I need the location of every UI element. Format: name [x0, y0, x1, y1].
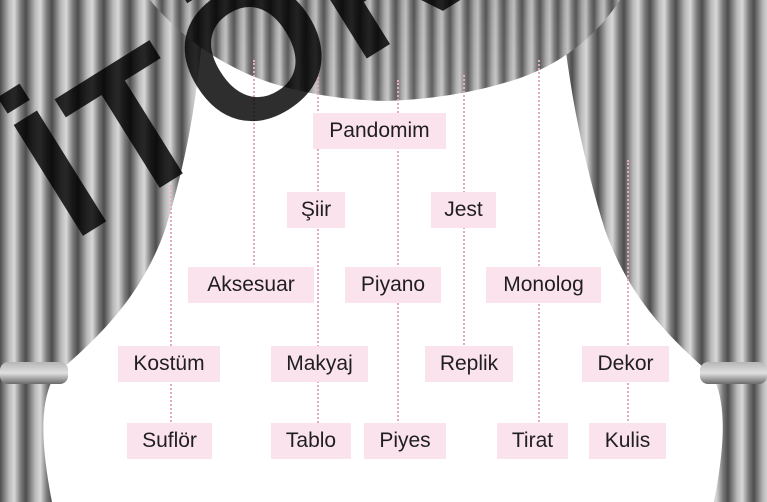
word-dekor: Dekor	[582, 346, 669, 382]
word-jest: Jest	[431, 192, 496, 228]
word-siir: Şiir	[287, 192, 345, 228]
left-curtain-tie	[0, 362, 68, 384]
guide-line	[627, 160, 629, 440]
word-tirat: Tirat	[497, 423, 568, 459]
word-pandomim: Pandomim	[313, 113, 446, 149]
word-piyano: Piyano	[345, 267, 441, 303]
word-suflor: Suflör	[127, 423, 212, 459]
word-replik: Replik	[425, 346, 513, 382]
word-kulis: Kulis	[589, 423, 666, 459]
word-aksesuar: Aksesuar	[188, 267, 314, 303]
word-monolog: Monolog	[486, 267, 601, 303]
word-makyaj: Makyaj	[271, 346, 368, 382]
guide-line	[538, 60, 540, 430]
right-curtain-tie	[700, 362, 767, 384]
word-piyes: Piyes	[364, 423, 446, 459]
word-tablo: Tablo	[271, 423, 351, 459]
word-kostum: Kostüm	[118, 346, 220, 382]
